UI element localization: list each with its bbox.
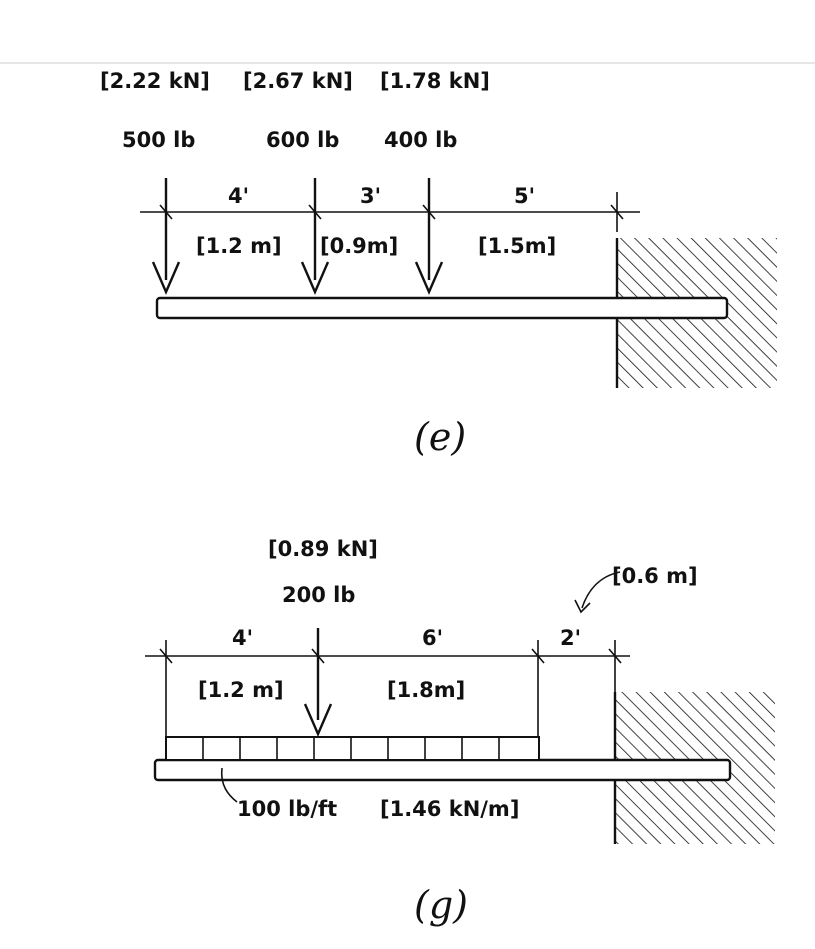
force-arrow-e-1	[151, 178, 181, 296]
force-kn-label-e-3: [1.78 kN]	[380, 69, 490, 93]
dim-m-label-e-2: [0.9m]	[320, 234, 398, 258]
point-load-arrow-g	[303, 628, 333, 738]
distributed-load-blocks	[165, 736, 540, 761]
beam-e	[155, 296, 729, 320]
dim-m-label-g-3: [0.6 m]	[612, 564, 698, 588]
dim-ft-label-e-3: 5'	[514, 184, 535, 208]
distributed-load-m-label: [1.46 kN/m]	[380, 797, 519, 821]
point-load-lb-label: 200 lb	[282, 583, 355, 607]
distributed-load-label: 100 lb/ft	[237, 797, 337, 821]
beam-g	[153, 758, 732, 782]
caption-e: (e)	[414, 415, 466, 459]
force-kn-label-e-1: [2.22 kN]	[100, 69, 210, 93]
dim-ft-label-g-1: 4'	[232, 626, 253, 650]
leader-line-distributed-load	[220, 767, 238, 803]
dim-m-label-g-2: [1.8m]	[387, 678, 465, 702]
diagram-g: [0.89 kN] 200 lb 4' 6' 2' [1.2 m] [1.8m]…	[145, 537, 775, 927]
force-lb-label-e-2: 600 lb	[266, 128, 339, 152]
force-lb-label-e-3: 400 lb	[384, 128, 457, 152]
diagram-e: [2.22 kN] [2.67 kN] [1.78 kN] 500 lb 600…	[100, 69, 777, 459]
dim-ft-label-g-2: 6'	[422, 626, 443, 650]
leader-arrowhead-0.6m	[574, 599, 591, 614]
caption-g: (g)	[414, 883, 468, 927]
dim-m-label-e-1: [1.2 m]	[196, 234, 282, 258]
dim-m-label-e-3: [1.5m]	[478, 234, 556, 258]
dim-ft-label-e-2: 3'	[360, 184, 381, 208]
force-arrow-e-3	[414, 178, 444, 296]
leader-line-0.6m	[581, 571, 621, 609]
point-load-kn-label: [0.89 kN]	[268, 537, 378, 561]
dim-m-label-g-1: [1.2 m]	[198, 678, 284, 702]
force-kn-label-e-2: [2.67 kN]	[243, 69, 353, 93]
dim-ft-label-e-1: 4'	[228, 184, 249, 208]
force-arrow-e-2	[300, 178, 330, 296]
force-lb-label-e-1: 500 lb	[122, 128, 195, 152]
dim-ft-label-g-3: 2'	[560, 626, 581, 650]
